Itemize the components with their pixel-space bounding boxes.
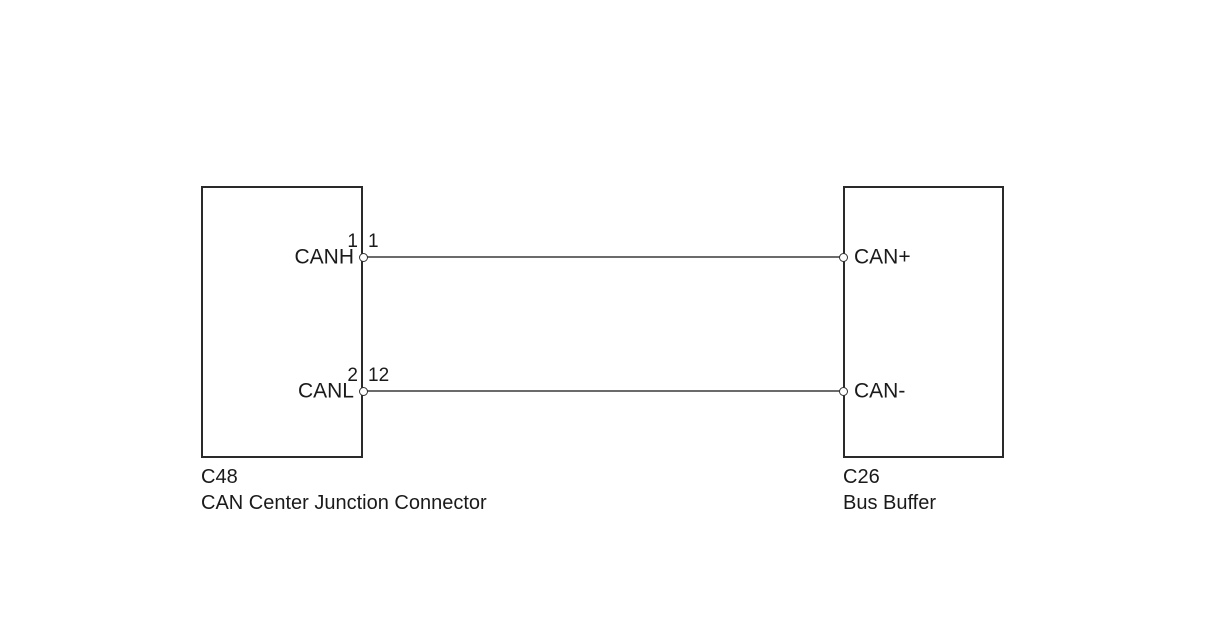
connector-code-c26: C26	[843, 466, 880, 488]
pin-terminal-c26-can-minus	[838, 386, 848, 396]
pin-label-c26-can-minus: CAN-	[854, 379, 906, 403]
pin-number-c48-12: 12	[368, 365, 390, 386]
connector-box-c48	[201, 186, 363, 458]
wire-canh-to-can-plus	[363, 256, 844, 258]
connector-description-c26: Bus Buffer	[843, 492, 937, 514]
pin-terminal-c48-canl	[358, 386, 368, 396]
pin-terminal-c48-canh	[358, 252, 368, 262]
connector-caption-c26: C26 Bus Buffer	[843, 464, 936, 516]
connector-caption-c48: C48 CAN Center Junction Connector	[201, 464, 487, 516]
wire-canl-to-can-minus	[363, 390, 844, 392]
connector-description-c48: CAN Center Junction Connector	[201, 492, 487, 514]
pin-number-c48-1: 1	[368, 231, 379, 252]
pin-label-c48-canl: CANL	[297, 379, 354, 403]
connector-code-c48: C48	[201, 466, 238, 488]
connector-box-c26	[843, 186, 1004, 458]
pin-label-c26-can-plus: CAN+	[854, 245, 911, 269]
pin-number-c26-1: 1	[347, 231, 358, 252]
pin-terminal-c26-can-plus	[838, 252, 848, 262]
pin-number-c26-2: 2	[347, 365, 358, 386]
pin-label-c48-canh: CANH	[294, 245, 354, 269]
